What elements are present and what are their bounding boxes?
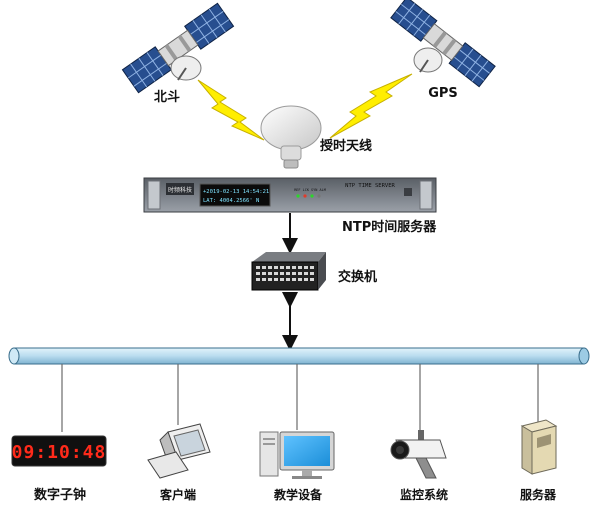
beidou-satellite-icon (121, 2, 235, 94)
status-led-icon (296, 194, 300, 198)
client-computer-icon (147, 423, 211, 479)
client-label: 客户端 (159, 488, 197, 502)
status-led-icon (310, 194, 314, 198)
ntp-server-device: 时频科技 +2019-02-13 14:54:21 LAT: 4004.2566… (143, 177, 437, 213)
drop-lines (61, 364, 539, 432)
right-signal-bolt-icon (329, 73, 413, 139)
clock-display-text: 09:10:48 (12, 442, 107, 463)
teaching-equipment-label: 教学设备 (273, 488, 323, 502)
gps-satellite-icon (390, 0, 496, 88)
switch-label: 交换机 (338, 270, 378, 285)
ntp-server-label: NTP时间服务器 (342, 220, 437, 235)
server-label: 服务器 (519, 488, 557, 502)
ntp-display-line2: LAT: 4004.2566' N (203, 198, 259, 204)
teaching-equipment-icon (259, 431, 335, 479)
security-camera-icon (390, 430, 447, 479)
server-tower-icon (520, 419, 558, 475)
ntp-panel-title: NTP TIME SERVER (345, 183, 395, 189)
left-signal-bolt-icon (197, 79, 265, 141)
network-backbone (8, 347, 590, 365)
beidou-label: 北斗 (153, 90, 181, 105)
switch-device-icon (251, 252, 326, 291)
timing-antenna-icon (260, 105, 322, 169)
monitoring-system-label: 监控系统 (399, 488, 449, 502)
digital-clock-label: 数字子钟 (33, 488, 87, 503)
antenna-label: 授时天线 (320, 139, 373, 154)
ntp-brand-text: 时频科技 (168, 186, 192, 194)
status-led-icon (303, 194, 307, 198)
ntp-indicator-labels: REF LCK SYN ALM (294, 188, 326, 192)
digital-clock-icon: 09:10:48 (11, 435, 107, 467)
ntp-display-line1: +2019-02-13 14:54:21 (203, 189, 269, 195)
status-led-icon (317, 194, 321, 198)
gps-label: GPS (428, 86, 458, 101)
